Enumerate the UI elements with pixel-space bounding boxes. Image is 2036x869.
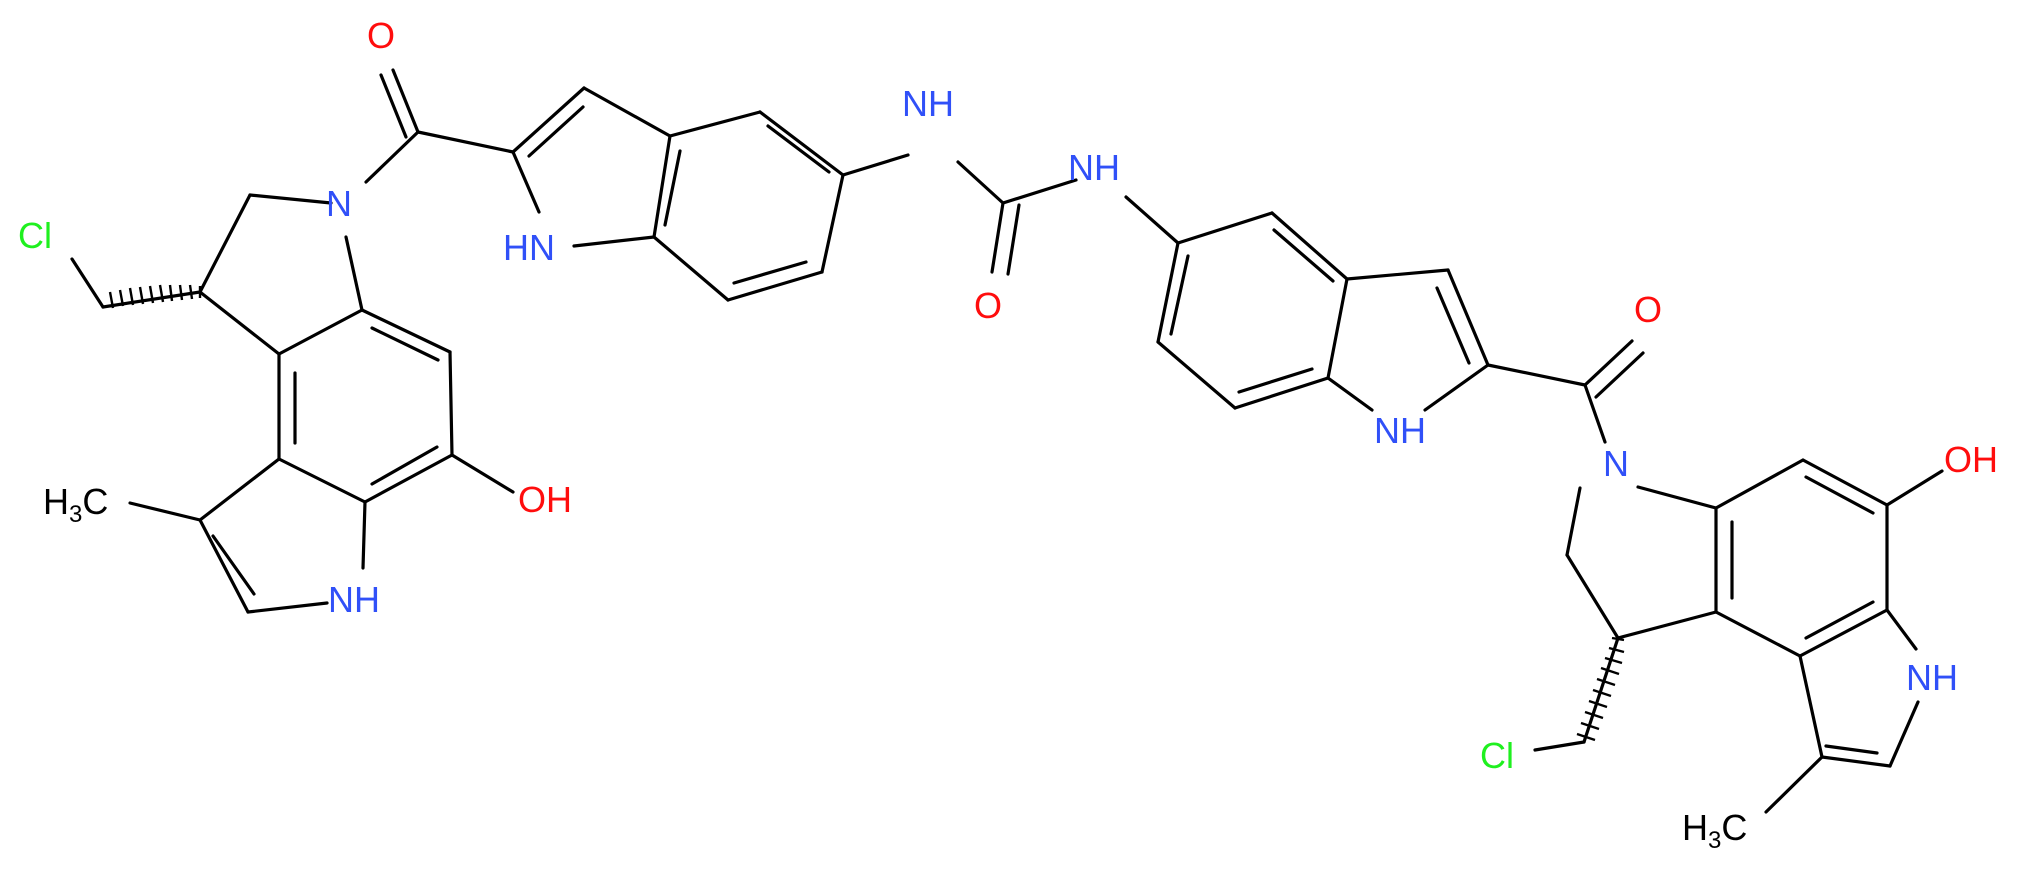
right-stereo-wedge bbox=[1576, 636, 1625, 742]
nitrogen-label-left-indole: HN bbox=[503, 227, 555, 268]
oxygen-label-carbonyl-left: O bbox=[367, 15, 395, 56]
nitrogen-label-right-indole: NH bbox=[1374, 410, 1426, 451]
methyl-label-right: H3C bbox=[1682, 807, 1747, 854]
chlorine-label-left: Cl bbox=[18, 215, 52, 256]
oxygen-label-carbonyl-right: O bbox=[1634, 289, 1662, 330]
atom-labels: Cl O N HN NH NH O H3C OH NH O NH N OH NH… bbox=[18, 15, 1998, 854]
methyl-label-left: H3C bbox=[43, 481, 108, 528]
nitrogen-label-urea-right: NH bbox=[1068, 147, 1120, 188]
left-bonds bbox=[70, 68, 910, 614]
nitrogen-label-right-pyrrole: NH bbox=[1906, 657, 1958, 698]
hydroxyl-label-left: OH bbox=[518, 479, 572, 520]
right-bonds bbox=[1124, 195, 1944, 814]
chlorine-label-right: Cl bbox=[1480, 735, 1514, 776]
urea-bonds bbox=[956, 160, 1078, 276]
nitrogen-label-left-ring: N bbox=[326, 183, 352, 224]
left-stereo-wedge bbox=[108, 284, 202, 309]
oxygen-label-urea: O bbox=[974, 285, 1002, 326]
hydroxyl-label-right: OH bbox=[1944, 439, 1998, 480]
nitrogen-label-right-ring: N bbox=[1603, 443, 1629, 484]
nitrogen-label-urea-left: NH bbox=[902, 83, 954, 124]
nitrogen-label-left-pyrrole: NH bbox=[328, 579, 380, 620]
